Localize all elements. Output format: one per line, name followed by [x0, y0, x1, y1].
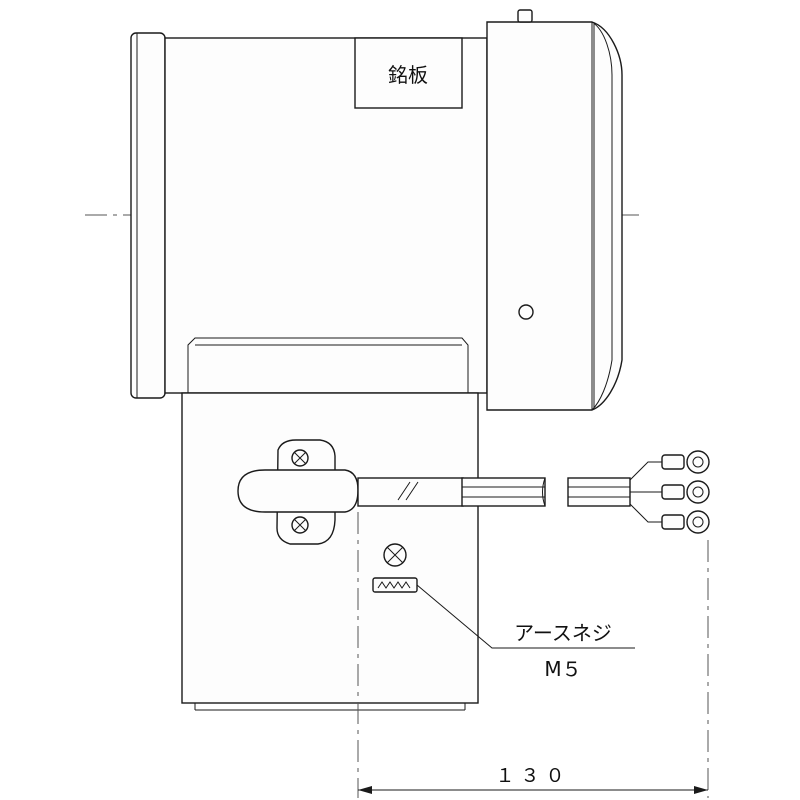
lead-wires [629, 450, 710, 534]
ring-terminal-top [661, 450, 710, 474]
terminal-box [181, 392, 479, 711]
rear-end-ring [130, 32, 166, 399]
earth-screw-leader [416, 584, 635, 649]
earth-screw [372, 543, 418, 593]
ring-terminal-middle [661, 480, 710, 504]
cable-clamp [237, 439, 359, 545]
earth-screw-label: アースネジ [514, 621, 612, 645]
nameplate: 銘板 [354, 37, 463, 109]
front-cover [486, 9, 623, 411]
nameplate-label: 銘板 [388, 63, 428, 87]
body-recess [187, 337, 469, 393]
earth-screw-size: M５ [544, 657, 581, 681]
cable-sheath [357, 477, 631, 507]
dimension-label: １３０ [495, 765, 570, 787]
ring-terminal-bottom [661, 510, 710, 534]
dimension-line [358, 786, 708, 794]
